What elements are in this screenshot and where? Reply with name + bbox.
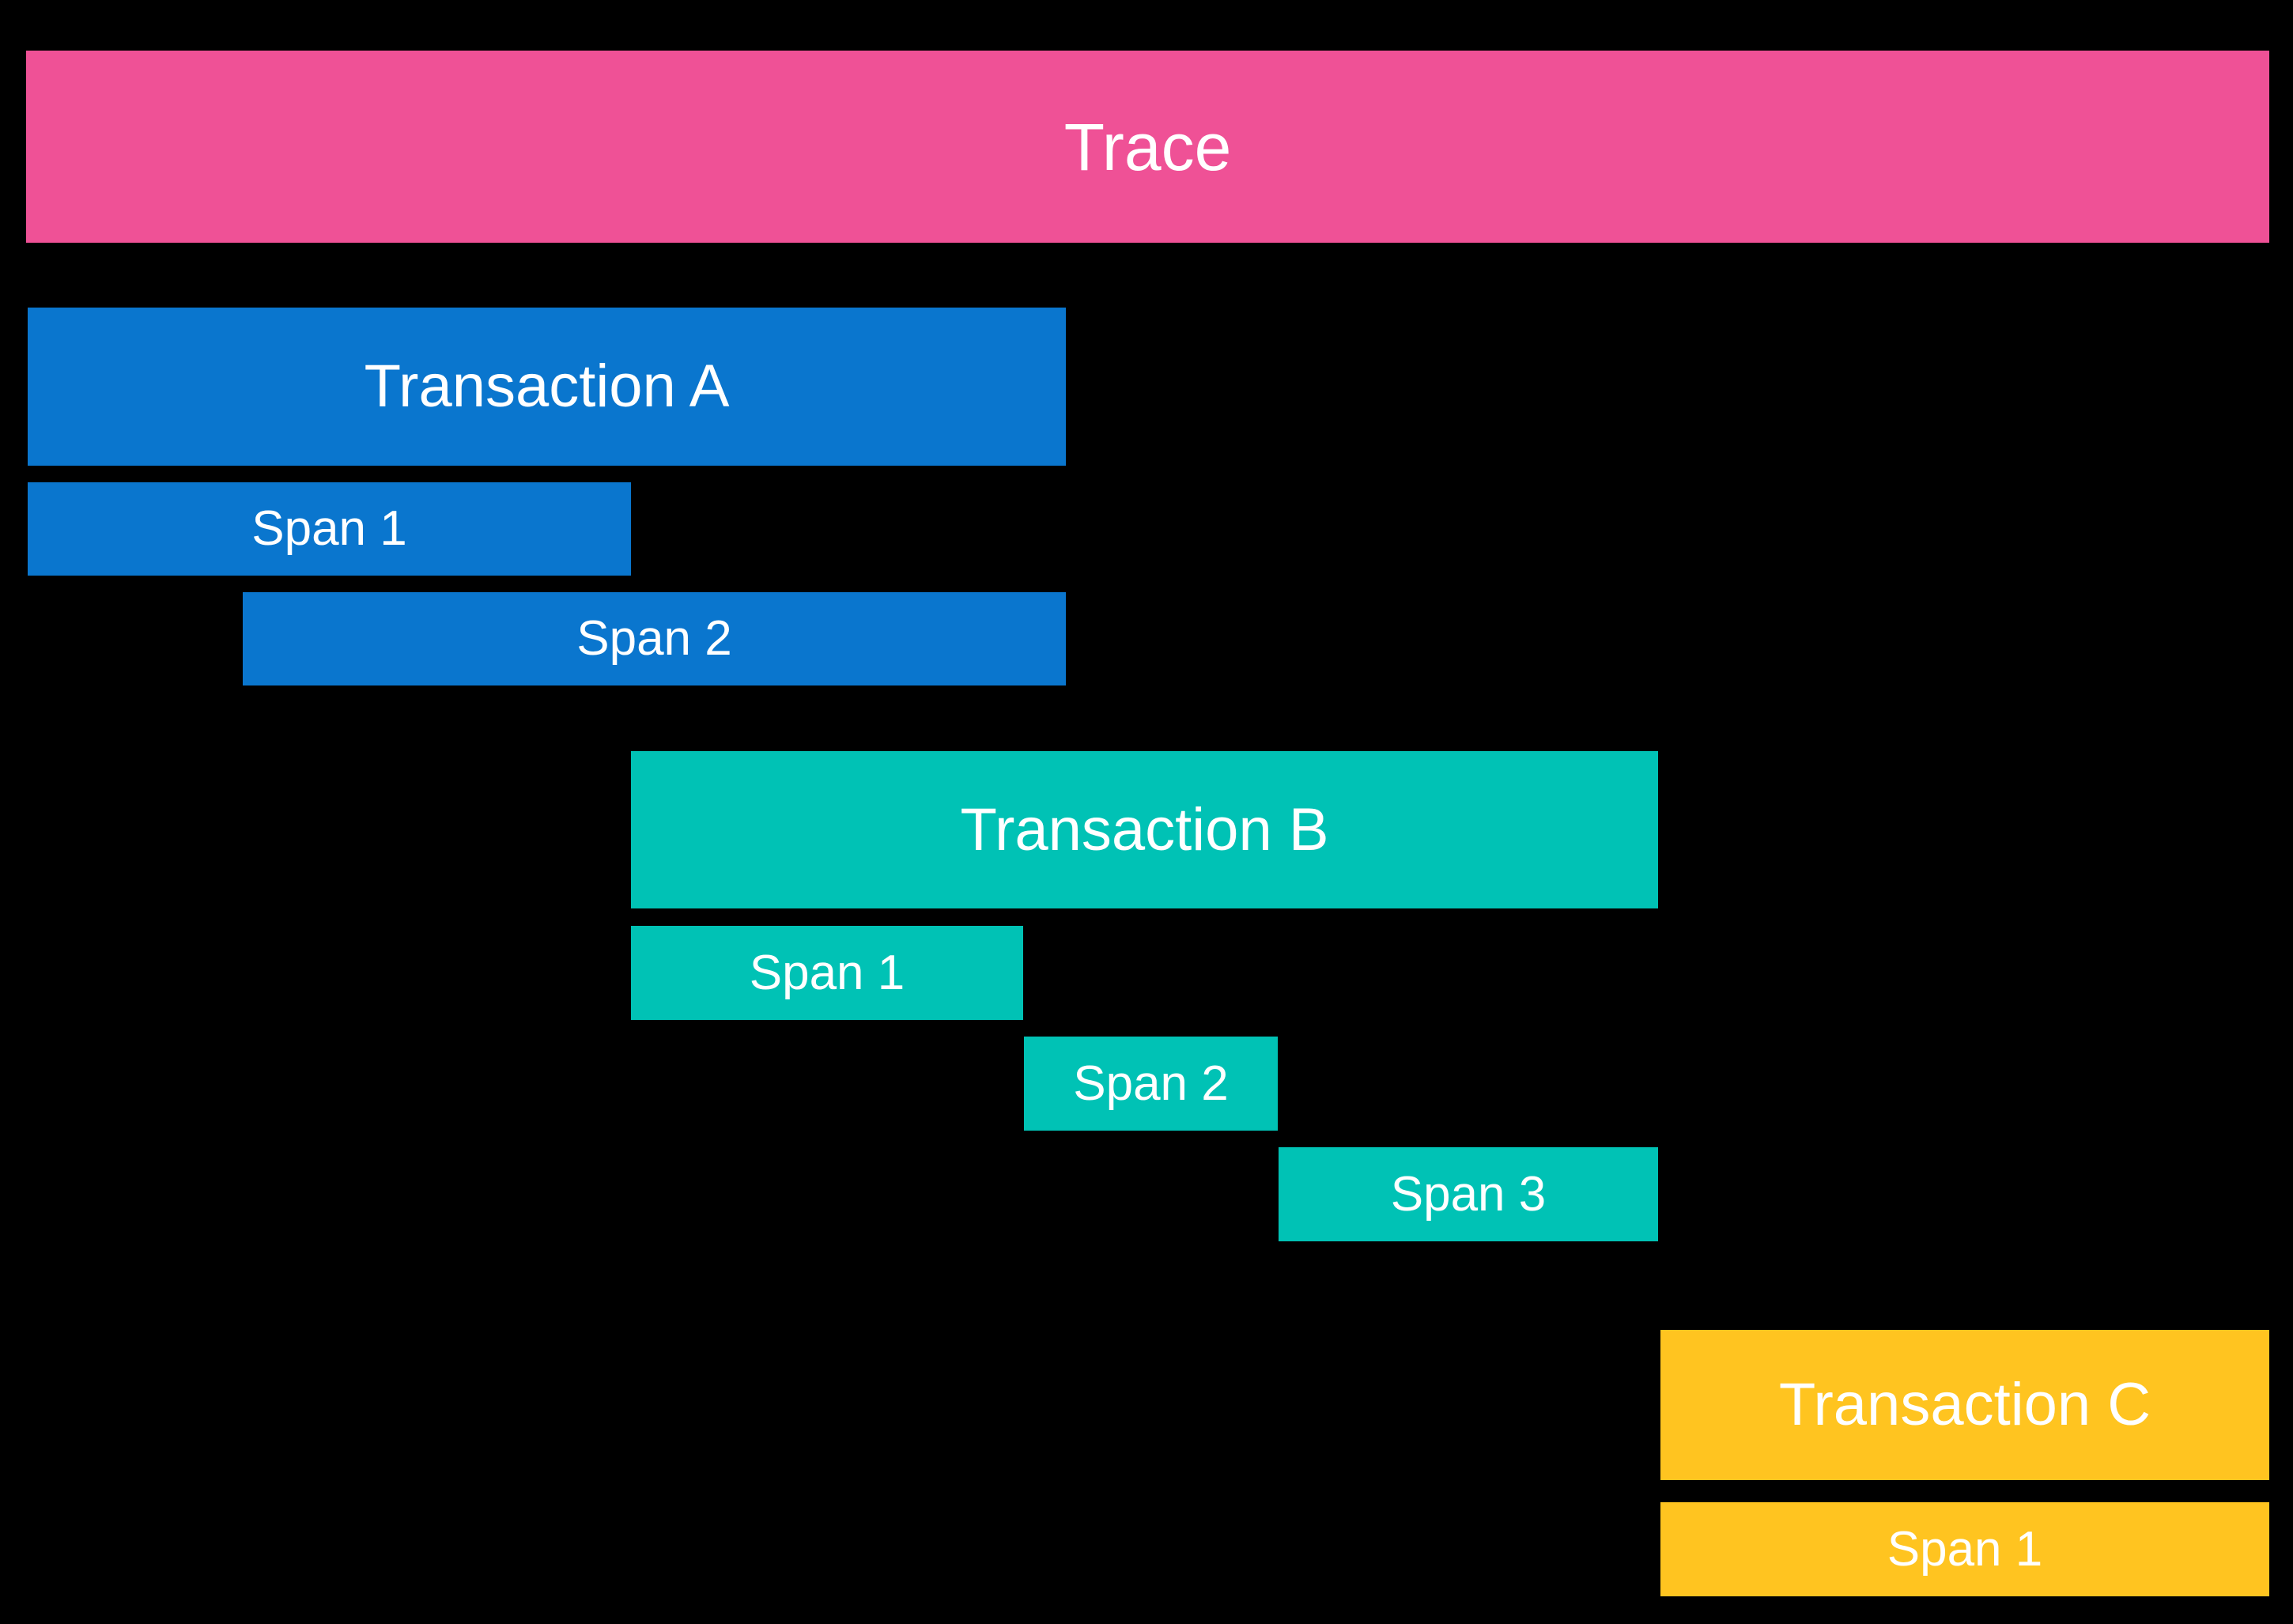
transaction-c-label: Transaction C: [1778, 1371, 2151, 1438]
transaction-b-span-2-bar: Span 2: [1024, 1037, 1278, 1131]
transaction-b-span-1-label: Span 1: [749, 945, 905, 1000]
transaction-a-span-2-bar: Span 2: [243, 592, 1066, 685]
transaction-a-bar: Transaction A: [28, 308, 1066, 466]
transaction-b-label: Transaction B: [960, 795, 1329, 863]
trace-bar: Trace: [26, 51, 2269, 243]
transaction-a-span-1-bar: Span 1: [28, 482, 631, 576]
transaction-b-span-3-label: Span 3: [1390, 1166, 1547, 1222]
transaction-c-span-1-bar: Span 1: [1660, 1502, 2269, 1596]
transaction-b-span-3-bar: Span 3: [1279, 1147, 1658, 1241]
transaction-a-span-1-label: Span 1: [251, 501, 407, 556]
transaction-a-span-2-label: Span 2: [576, 611, 732, 666]
trace-label: Trace: [1063, 109, 1232, 184]
transaction-b-span-1-bar: Span 1: [631, 926, 1023, 1020]
transaction-b-span-2-label: Span 2: [1073, 1056, 1229, 1111]
transaction-c-span-1-label: Span 1: [1887, 1521, 2043, 1577]
transaction-a-label: Transaction A: [364, 353, 730, 420]
transaction-b-bar: Transaction B: [631, 751, 1658, 908]
transaction-c-bar: Transaction C: [1660, 1330, 2269, 1480]
